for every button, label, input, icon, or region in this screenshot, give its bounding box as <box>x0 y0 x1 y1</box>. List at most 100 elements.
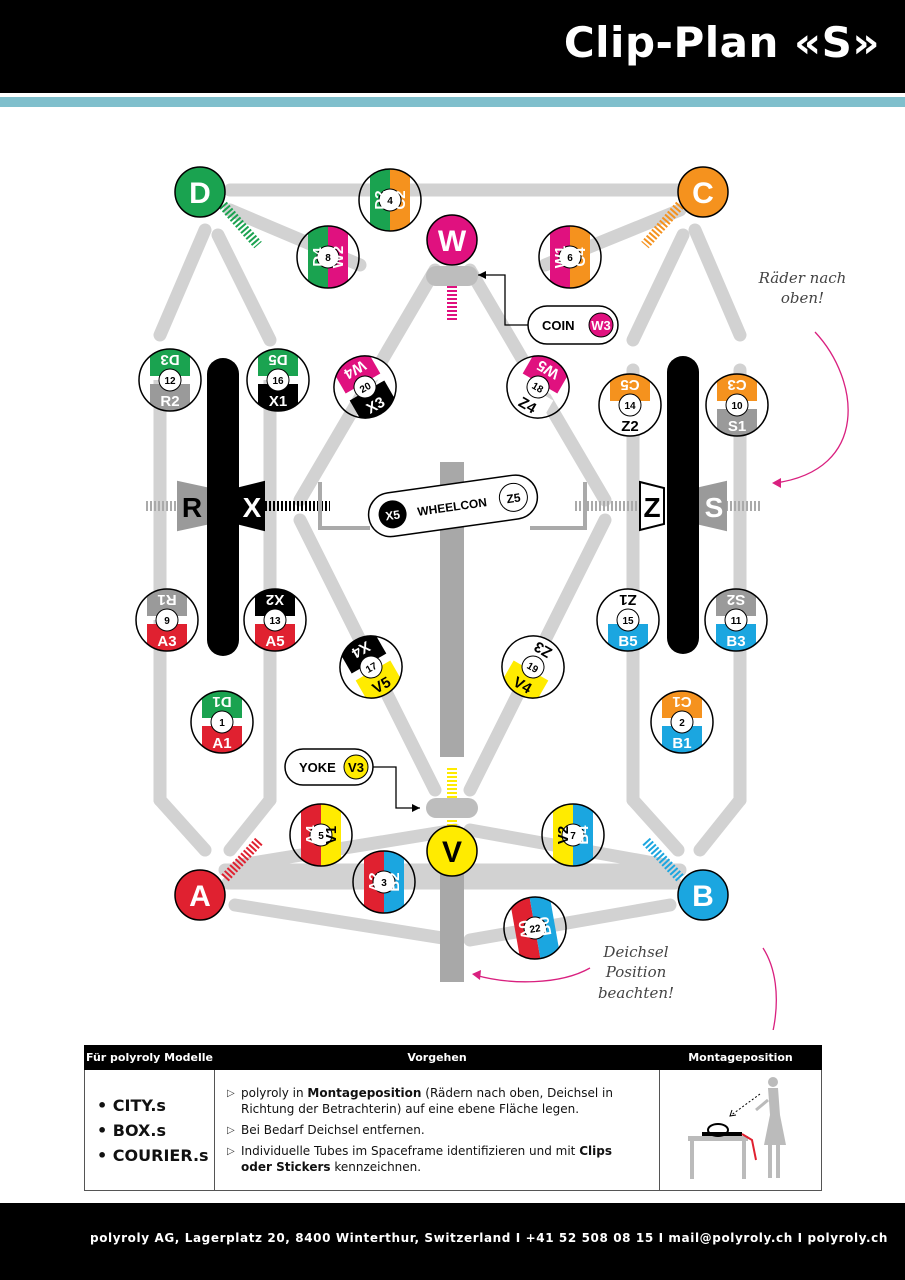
clip-number: 10 <box>731 401 743 412</box>
clip-number: 6 <box>567 253 573 264</box>
clip-number: 11 <box>731 616 742 627</box>
tube <box>233 823 462 872</box>
corner-a: A <box>174 869 226 921</box>
clip-number: 14 <box>624 401 636 412</box>
clip-code-bottom: B1 <box>672 735 691 752</box>
wheels-note-arrow-head <box>772 478 781 488</box>
instruction-table: Für polyroly Modelle Vorgehen Montagepos… <box>84 1045 822 1191</box>
page-footer: polyroly AG, Lagerplatz 20, 8400 Wintert… <box>0 1203 905 1280</box>
side-s-label: S <box>705 492 724 523</box>
clip-code-bottom: A3 <box>157 633 176 650</box>
tube <box>153 223 212 342</box>
yoke-arrow-head <box>412 804 420 812</box>
corner-w-label: W <box>438 225 467 258</box>
triangle-bullet-icon: ▷ <box>227 1087 235 1099</box>
model-item: • BOX.s <box>97 1120 166 1140</box>
tube <box>211 228 277 347</box>
yoke-pill-code: V3 <box>348 760 364 775</box>
wheelcon-left-code: X5 <box>384 507 401 523</box>
note-wheels-up: Räder nach oben! <box>758 269 847 308</box>
coin-arrow <box>478 274 528 326</box>
model-item: • COURIER.s <box>97 1145 209 1165</box>
clip-code-bottom: Z2 <box>621 418 639 435</box>
yoke-pill: YOKE V3 <box>284 748 374 786</box>
clip-code-top: W1 <box>552 246 569 269</box>
clip-code-top: R1 <box>157 591 176 608</box>
clip-code-top: C1 <box>672 693 691 710</box>
clip-code-bottom: C4 <box>572 247 589 267</box>
clip-code-top: Z1 <box>619 591 637 608</box>
wheelcon-right-code: Z5 <box>506 490 522 506</box>
clip-code-bottom: A1 <box>212 735 231 752</box>
clip-code-bottom: V5 <box>370 674 394 698</box>
clip-code-top: S2 <box>727 591 745 608</box>
side-x <box>239 480 265 532</box>
clip-code-top: D5 <box>268 351 287 368</box>
clip-number: 15 <box>622 616 634 627</box>
clip-code-bottom: B4 <box>575 825 592 845</box>
position-arrow <box>762 947 777 1030</box>
col-position-header: Montageposition <box>659 1045 822 1070</box>
clip-number: 16 <box>272 376 284 387</box>
clip-code-bottom: X1 <box>269 393 287 410</box>
side-s <box>699 480 727 532</box>
models-cell: • CITY.s • BOX.s • COURIER.s <box>84 1069 215 1191</box>
yoke-arrow <box>373 766 420 809</box>
tube <box>626 228 690 347</box>
side-r-label: R <box>182 492 202 523</box>
corner-b-label: B <box>692 880 714 913</box>
corner-c-label: C <box>692 177 714 210</box>
corner-c: C <box>677 166 729 218</box>
clip-code-bottom: B3 <box>726 633 745 650</box>
yoke-pill-label: YOKE <box>299 760 336 775</box>
clip-code-top: D4 <box>310 247 327 267</box>
procedure-step: ▷Individuelle Tubes im Spaceframe identi… <box>227 1144 612 1175</box>
page-title: Clip-Plan «S» <box>563 18 880 67</box>
clip-code-top: D1 <box>212 693 231 710</box>
clip-code-top: X2 <box>266 591 284 608</box>
tube <box>228 898 462 947</box>
clip-number: 20 <box>358 381 374 396</box>
clip-code-top: D2 <box>372 190 389 209</box>
corner-d: D <box>174 166 226 218</box>
tube <box>688 223 747 342</box>
coin-arrow-head <box>478 271 486 279</box>
clip-number: 7 <box>570 831 576 842</box>
clip-number: 19 <box>525 661 541 676</box>
clip-number: 1 <box>219 718 225 729</box>
socket-w <box>426 266 478 286</box>
clip-code-bottom: A5 <box>265 633 284 650</box>
clip-code-top: C5 <box>620 376 639 393</box>
col-models-header: Für polyroly Modelle <box>84 1045 215 1070</box>
company-contact: polyroly AG, Lagerplatz 20, 8400 Wintert… <box>90 1231 889 1245</box>
accent-stripe <box>0 97 905 107</box>
corner-d-label: D <box>189 177 211 210</box>
bracket-right <box>530 482 587 530</box>
clip-code-top: C3 <box>727 376 746 393</box>
tube <box>626 793 685 857</box>
clip-code-bottom: V1 <box>323 826 340 844</box>
wheels-note-arrow <box>774 331 849 484</box>
col-procedure-header: Vorgehen <box>214 1045 660 1070</box>
coin-pill-code: W3 <box>591 318 611 333</box>
model-item: • CITY.s <box>97 1095 166 1115</box>
clip-code-top: Z3 <box>531 638 555 661</box>
tube <box>153 793 212 857</box>
clip-number: 3 <box>381 878 387 889</box>
corner-b: B <box>677 869 729 921</box>
clip-number: 9 <box>164 616 170 627</box>
